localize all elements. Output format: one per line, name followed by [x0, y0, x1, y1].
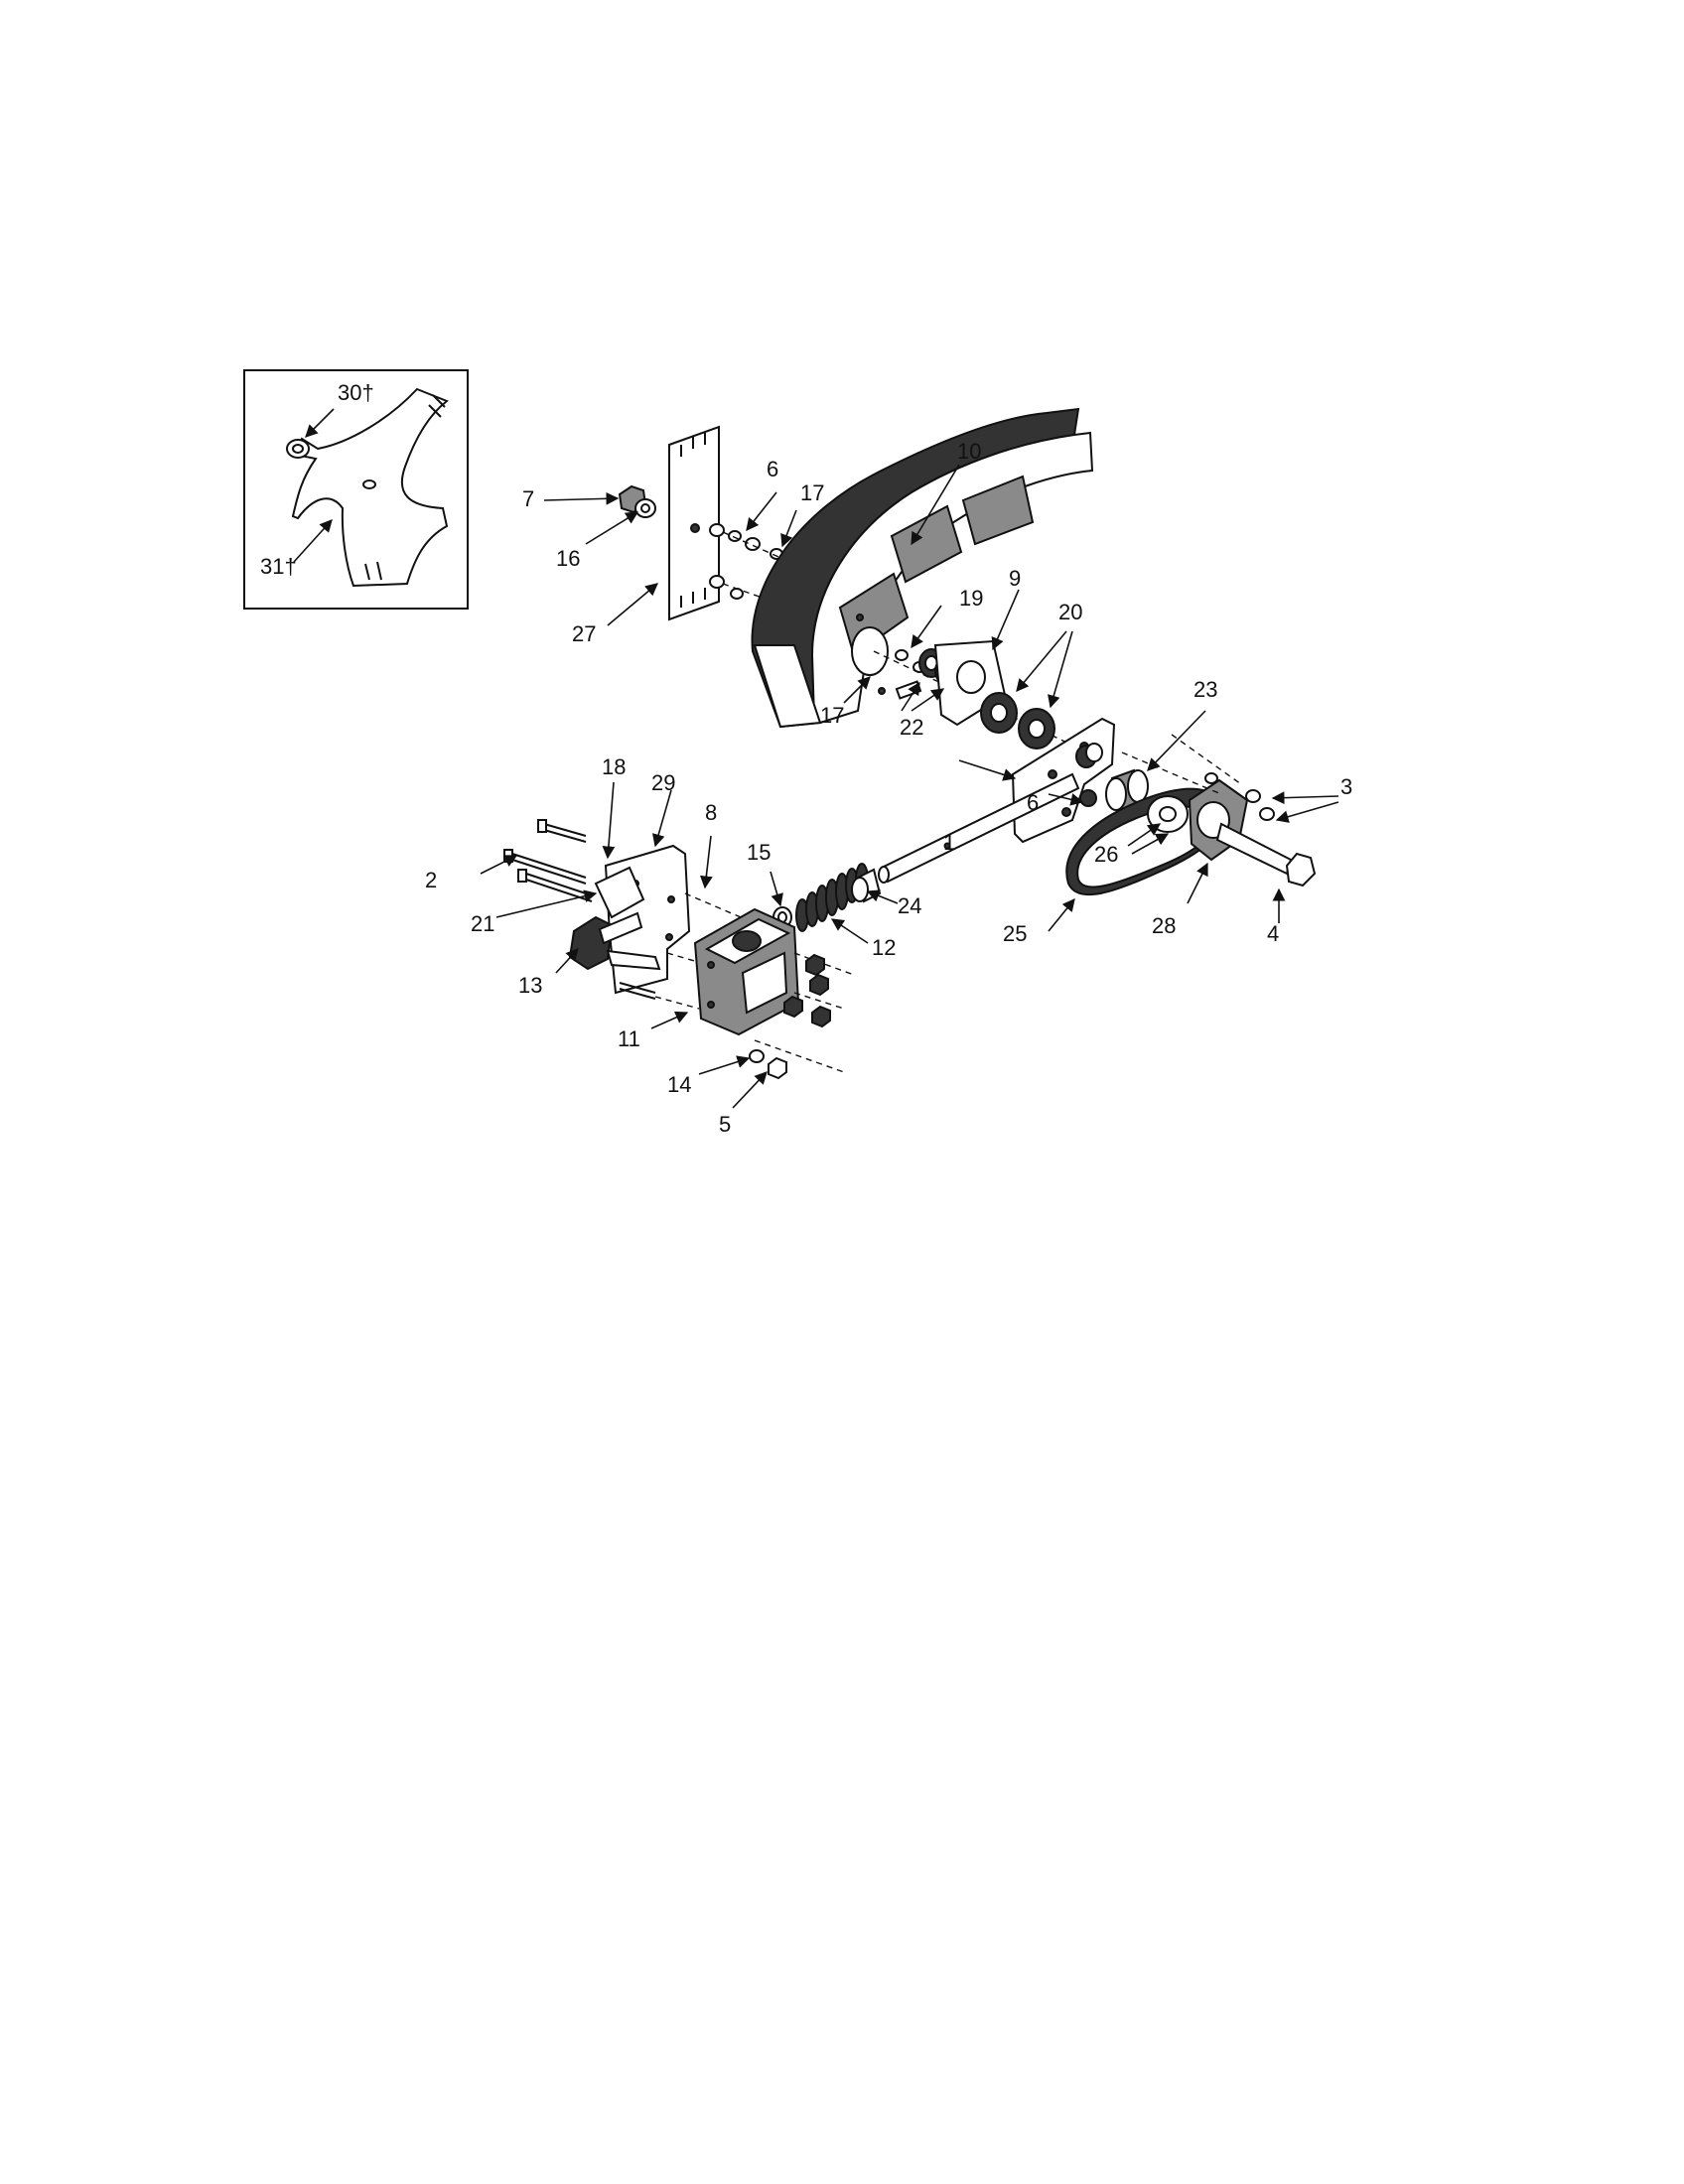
label-17a: 17 — [800, 480, 824, 505]
label-24: 24 — [898, 893, 921, 918]
label-5: 5 — [719, 1112, 731, 1137]
blade-inset — [243, 369, 469, 610]
label-17b: 17 — [820, 703, 844, 728]
callout-labels: 30† 31† 1 2 3 4 5 6 6 7 8 9 10 11 12 13 … — [260, 380, 1352, 1137]
label-26: 26 — [1094, 842, 1118, 867]
label-13: 13 — [518, 973, 542, 998]
mounting-plate-1 — [878, 717, 1116, 884]
label-19-visible: 19 — [959, 586, 983, 611]
nut-5-part — [768, 1056, 787, 1080]
bearing-stack — [873, 639, 1093, 755]
label-3: 3 — [1340, 774, 1352, 799]
label-12: 12 — [872, 935, 896, 960]
blade-bar-27 — [668, 425, 720, 621]
label-2: 2 — [425, 868, 437, 892]
label-6a: 6 — [767, 457, 778, 481]
label-18: 18 — [602, 754, 626, 779]
label-30: 30† — [338, 380, 374, 405]
bracket-29-part — [604, 844, 691, 995]
label-22: 22 — [900, 715, 923, 740]
label-21: 21 — [471, 911, 494, 936]
washer-14-part — [749, 1049, 765, 1063]
label-20: 20 — [1058, 600, 1082, 624]
drive-assembly — [1065, 734, 1317, 896]
hardware-6-17 — [709, 523, 795, 607]
label-9: 9 — [1009, 566, 1021, 591]
label-1: 1 — [943, 830, 955, 855]
label-31: 31† — [260, 554, 297, 579]
label-15: 15 — [747, 840, 771, 865]
label-7: 7 — [522, 486, 534, 511]
nut-7-washer-16 — [618, 484, 656, 518]
spring-assembly — [772, 863, 882, 932]
label-14: 14 — [667, 1072, 691, 1097]
gearbox-11 — [693, 907, 855, 1080]
label-10: 10 — [957, 439, 981, 464]
label-8: 8 — [705, 800, 717, 825]
label-28: 28 — [1152, 913, 1176, 938]
label-29: 29 — [651, 770, 675, 795]
plate-18-part — [594, 866, 645, 919]
deflector-guard-10 — [751, 407, 1094, 729]
label-23: 23 — [1193, 677, 1217, 702]
bracket-assembly — [503, 819, 756, 1010]
label-25: 25 — [1003, 921, 1027, 946]
callout-leaders — [480, 464, 1339, 1109]
label-27: 27 — [572, 621, 596, 646]
label-4: 4 — [1267, 921, 1279, 946]
label-6b: 6 — [1027, 790, 1039, 815]
label-11: 11 — [618, 1026, 640, 1051]
label-16: 16 — [556, 546, 580, 571]
